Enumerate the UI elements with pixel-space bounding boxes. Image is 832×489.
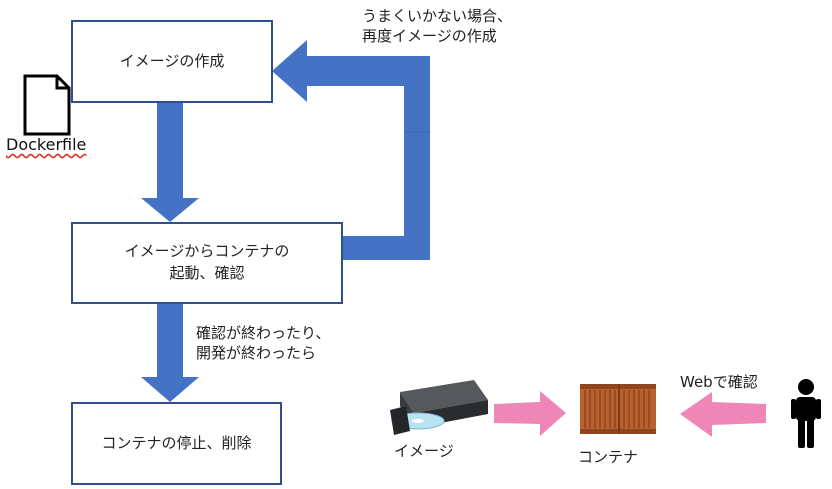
document-icon xyxy=(23,74,71,136)
image-label: イメージ xyxy=(394,442,454,460)
container-icon xyxy=(580,384,656,434)
retry-loop-arrowhead xyxy=(272,40,307,102)
disc-drive-icon xyxy=(390,380,488,435)
retry-note: うまくいかない場合、 再度イメージの作成 xyxy=(362,7,513,46)
flow-arrow-2-shaft xyxy=(157,303,183,377)
flow-arrow-1-shaft xyxy=(157,102,183,198)
step-create-image: イメージの作成 xyxy=(71,20,273,103)
pink-arrow-left xyxy=(680,392,766,437)
pink-arrow-right xyxy=(494,391,566,436)
retry-loop-top xyxy=(307,56,430,86)
dockerfile-label: Dockerfile xyxy=(6,135,87,154)
done-note: 確認が終わったり、 開発が終わったら xyxy=(196,324,331,363)
container-label: コンテナ xyxy=(578,448,639,466)
person-icon xyxy=(791,379,821,448)
step-start-container: イメージからコンテナの 起動、確認 xyxy=(71,222,343,304)
step-stop-delete-container: コンテナの停止、削除 xyxy=(71,402,282,485)
retry-loop-vertical xyxy=(404,75,430,260)
retry-loop-arrow-outline xyxy=(307,75,405,236)
flow-arrow-2-head xyxy=(141,377,199,402)
web-check-label: Webで確認 xyxy=(680,373,758,391)
flow-arrow-1-head xyxy=(141,198,199,222)
retry-loop-bottom xyxy=(342,236,430,260)
